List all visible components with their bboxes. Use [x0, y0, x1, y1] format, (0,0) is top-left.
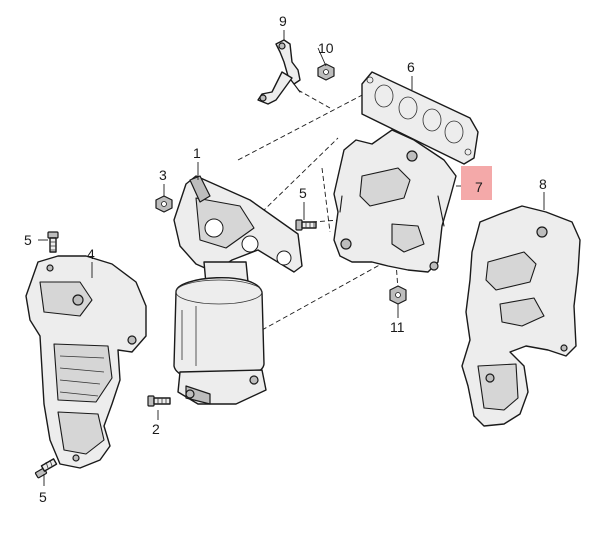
callout-4[interactable]: 4 — [87, 246, 95, 262]
callout-5-center[interactable]: 5 — [299, 185, 307, 201]
part-3-nut[interactable] — [155, 195, 173, 213]
callout-7-highlight — [461, 166, 492, 200]
part-9-bracket[interactable] — [257, 39, 301, 105]
part-5-bolt-top-left[interactable] — [47, 231, 59, 253]
part-6-gasket[interactable] — [361, 71, 479, 165]
callout-9[interactable]: 9 — [279, 13, 287, 29]
part-8-heat-shield[interactable] — [461, 205, 581, 427]
callout-5-top-left[interactable]: 5 — [24, 232, 32, 248]
part-4-heat-shield[interactable] — [25, 255, 147, 469]
callout-labels: 1 2 3 4 5 5 5 6 7 8 9 10 11 — [24, 13, 547, 505]
part-1-exhaust-manifold[interactable] — [173, 175, 303, 405]
part-11-nut[interactable] — [389, 285, 407, 305]
callout-10[interactable]: 10 — [318, 40, 334, 56]
callout-6[interactable]: 6 — [407, 59, 415, 75]
part-10-nut[interactable] — [317, 63, 335, 81]
callout-7[interactable]: 7 — [475, 179, 483, 195]
part-7-heat-shield[interactable] — [333, 129, 457, 273]
part-5-bolt-center[interactable] — [295, 219, 317, 231]
callout-5-bottom-left[interactable]: 5 — [39, 489, 47, 505]
callout-1[interactable]: 1 — [193, 145, 201, 161]
callout-8[interactable]: 8 — [539, 176, 547, 192]
part-5-bolt-bottom-left[interactable] — [34, 458, 58, 479]
part-2-bolt[interactable] — [147, 395, 171, 407]
callout-11[interactable]: 11 — [390, 319, 405, 335]
callout-2[interactable]: 2 — [152, 421, 160, 437]
callout-3[interactable]: 3 — [159, 167, 167, 183]
